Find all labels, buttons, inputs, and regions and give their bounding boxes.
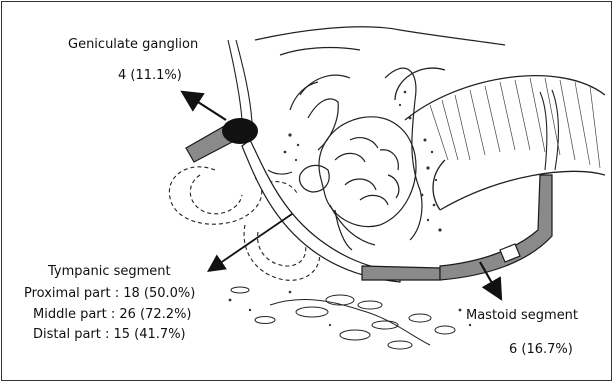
arrow-tympanic [210,214,292,270]
tympanic-proximal: Proximal part : 18 (50.0%) [24,286,195,302]
geniculate-title: Geniculate ganglion [68,37,198,53]
arrow-geniculate [184,93,226,120]
facial-nerve [186,124,552,282]
nerve-tympanic-distal [362,266,440,280]
geniculate-ganglion-shape [222,118,258,144]
nerve-mastoid-segment [440,175,552,280]
nerve-tympanic-segment [242,140,400,282]
tympanic-distal: Distal part : 15 (41.7%) [33,327,186,343]
middle-ear-structures [300,68,422,250]
mastoid-value: 6 (16.7%) [509,342,573,358]
geniculate-value: 4 (11.1%) [118,68,182,84]
lower-tissue [231,287,455,349]
canal-cylinder [395,68,605,210]
bone-speckles [284,91,442,232]
skull-outline [255,27,505,110]
tympanic-title: Tympanic segment [48,264,171,280]
tympanic-middle: Middle part : 26 (72.2%) [33,307,192,323]
mastoid-title: Mastoid segment [466,308,578,324]
